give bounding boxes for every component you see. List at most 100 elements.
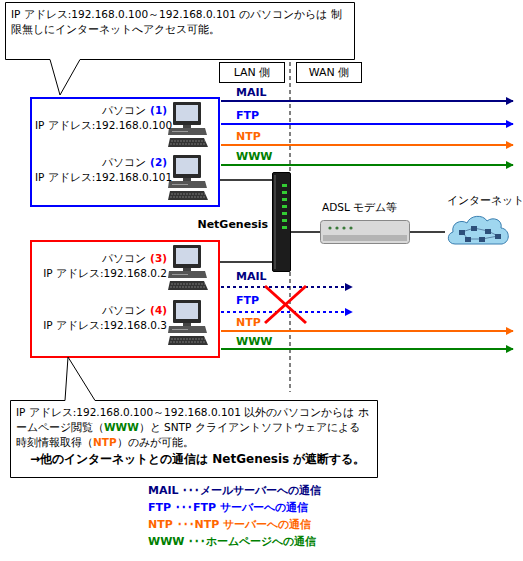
ip-address: IP アドレス:192.168.0.3 (35, 318, 167, 333)
www-arrow (221, 348, 513, 350)
device-shape (445, 212, 511, 248)
protocol-label: MAIL (236, 86, 267, 99)
router-led (282, 184, 287, 187)
pc-box: パソコン (3) IP アドレス:192.168.0.2 (35, 244, 215, 296)
pc-title: パソコン (2) (35, 155, 167, 170)
ntp-arrow (221, 144, 513, 146)
blocked-ftp-arrow (221, 311, 352, 313)
network-cable (410, 231, 445, 233)
callout-conclusion: →他のインターネットとの通信は NetGenesis が遮断する。 (16, 452, 372, 467)
modem-led (349, 226, 352, 229)
device-shape (320, 220, 410, 244)
legend-entry: NTP ･･･NTP サーバーへの通信 (148, 518, 311, 531)
pc-icon (168, 102, 208, 147)
ip-address: IP アドレス:192.168.0.2 (35, 266, 167, 281)
modem-body (321, 221, 410, 244)
pc-name: パソコン (102, 252, 146, 264)
pc-box: パソコン (2) IP アドレス:192.168.0.101 (35, 153, 215, 203)
router-led (282, 212, 287, 215)
pc-icon (168, 155, 208, 200)
protocol-label: NTP (236, 316, 261, 329)
callout-paragraph: IP アドレス:192.168.0.100～192.168.0.101 のパソコ… (11, 7, 349, 37)
callout-text: IP アドレス:192.168.0.100～192.168.0.101 のパソコ… (11, 8, 342, 35)
router-led (282, 219, 287, 222)
side-label: LAN 側 (234, 65, 271, 80)
router-led (282, 191, 287, 194)
callout-paragraph: IP アドレス:192.168.0.100～192.168.0.101 以外のパ… (16, 405, 372, 450)
modem-front (323, 235, 407, 241)
pc-number: (4) (150, 304, 167, 316)
legend-entry: MAIL ･･･メールサーバーへの通信 (148, 484, 321, 497)
pc-number: (1) (150, 104, 167, 116)
pc-title: パソコン (4) (35, 303, 167, 318)
pc-icon (168, 245, 208, 290)
mail-arrow (221, 100, 513, 102)
side-label: WAN 側 (309, 65, 350, 80)
block-cross (265, 286, 306, 323)
pc-name: パソコン (102, 304, 146, 316)
router-led (282, 198, 287, 201)
legend-row: WWW ･･･ホームページへの通信 (148, 534, 316, 549)
ntp-arrow (221, 330, 513, 332)
device-label: インターネット (447, 194, 523, 208)
pc-number: (2) (150, 156, 167, 168)
side-tag: WAN 側 (296, 62, 362, 83)
pc-label: パソコン (4) IP アドレス:192.168.0.3 (35, 303, 167, 333)
callout-text: ）のみが可能。 (117, 436, 194, 448)
internet-cloud: インターネット (445, 212, 511, 248)
network-host (479, 237, 485, 242)
ip-address: IP アドレス:192.168.0.101 (35, 170, 167, 185)
pc-label: パソコン (2) IP アドレス:192.168.0.101 (35, 155, 167, 185)
pc-title: パソコン (3) (35, 251, 167, 266)
modem-led (328, 226, 331, 229)
callout-outline (11, 357, 378, 478)
router-led (282, 205, 287, 208)
device-label: NetGenesis (197, 218, 268, 231)
restricted-group: パソコン (3) IP アドレス:192.168.0.2 パソコン (4) IP アドレス… (30, 240, 220, 358)
legend-entry: WWW ･･･ホームページへの通信 (148, 535, 316, 548)
protocol-label: WWW (236, 150, 272, 163)
pc-label: パソコン (1) IP アドレス:192.168.0.100 (35, 103, 167, 133)
modem-led (342, 226, 345, 229)
www-arrow (221, 164, 513, 166)
blocked-mail-arrow (221, 286, 352, 288)
block-cross (265, 286, 306, 323)
protocol-label: FTP (236, 109, 259, 122)
cloud-outline (448, 216, 508, 244)
callout-note: IP アドレス:192.168.0.100～192.168.0.101 以外のパ… (10, 400, 378, 478)
router-edge (275, 175, 276, 269)
protocol-label: FTP (236, 294, 259, 307)
pc-title: パソコン (1) (35, 103, 167, 118)
callout-text: NTP (93, 436, 117, 448)
network-cable (291, 231, 320, 233)
callout-text: WWW (104, 421, 139, 433)
device-label: ADSL モデム等 (322, 201, 397, 215)
network-cable (220, 261, 272, 263)
allowed-group: パソコン (1) IP アドレス:192.168.0.100 パソコン (2) IP アド… (30, 97, 220, 207)
side-tag: LAN 側 (219, 62, 285, 83)
pc-box: パソコン (1) IP アドレス:192.168.0.100 (35, 101, 215, 151)
protocol-label: WWW (236, 335, 272, 348)
pc-number: (3) (150, 252, 167, 264)
pc-name: パソコン (102, 156, 146, 168)
device-shape (272, 172, 291, 272)
network-host (485, 229, 491, 234)
network-cable (220, 179, 272, 181)
pc-name: パソコン (102, 104, 146, 116)
callout-note: IP アドレス:192.168.0.100～192.168.0.101 のパソコ… (5, 2, 355, 60)
router-led (282, 226, 287, 229)
router-device: NetGenesis (272, 172, 291, 272)
modem-device: ADSL モデム等 (320, 220, 410, 244)
legend-row: NTP ･･･NTP サーバーへの通信 (148, 517, 311, 532)
network-host (465, 237, 471, 242)
callout-body: IP アドレス:192.168.0.100～192.168.0.101 以外のパ… (10, 400, 378, 472)
legend-row: MAIL ･･･メールサーバーへの通信 (148, 483, 321, 498)
ip-address: IP アドレス:192.168.0.100 (35, 118, 167, 133)
pc-icon (168, 300, 208, 345)
protocol-label: MAIL (236, 270, 267, 283)
legend-entry: FTP ･･･FTP サーバーへの通信 (148, 501, 308, 514)
router-body (273, 173, 291, 272)
ftp-arrow (221, 123, 513, 125)
